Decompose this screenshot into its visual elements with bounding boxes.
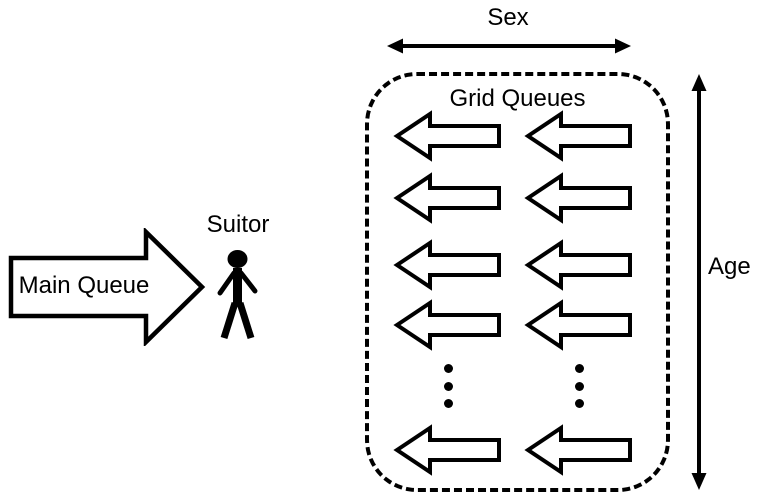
left-block-arrow-icon — [524, 299, 633, 351]
sex-axis-label: Sex — [487, 4, 529, 31]
suitor-label: Suitor — [206, 211, 270, 238]
horizontal-double-arrow-icon — [387, 38, 631, 54]
left-block-arrow-icon — [393, 172, 502, 224]
left-block-arrow-icon — [393, 110, 502, 162]
person-icon — [217, 250, 258, 340]
vertical-ellipsis-icon — [394, 364, 502, 408]
left-block-arrow-icon — [393, 299, 502, 351]
left-block-arrow-icon — [393, 239, 502, 291]
grid-queues-box: Grid Queues — [365, 72, 670, 492]
right-block-arrow-icon — [8, 228, 206, 346]
left-block-arrow-icon — [524, 424, 633, 476]
left-block-arrow-icon — [524, 239, 633, 291]
left-block-arrow-icon — [524, 110, 633, 162]
grid-queues-title: Grid Queues — [449, 85, 586, 112]
age-axis-label: Age — [708, 253, 751, 280]
vertical-ellipsis-icon — [525, 364, 633, 408]
left-block-arrow-icon — [393, 424, 502, 476]
left-block-arrow-icon — [524, 172, 633, 224]
main-queue-label: Main Queue — [18, 272, 150, 299]
vertical-double-arrow-icon — [691, 74, 707, 490]
